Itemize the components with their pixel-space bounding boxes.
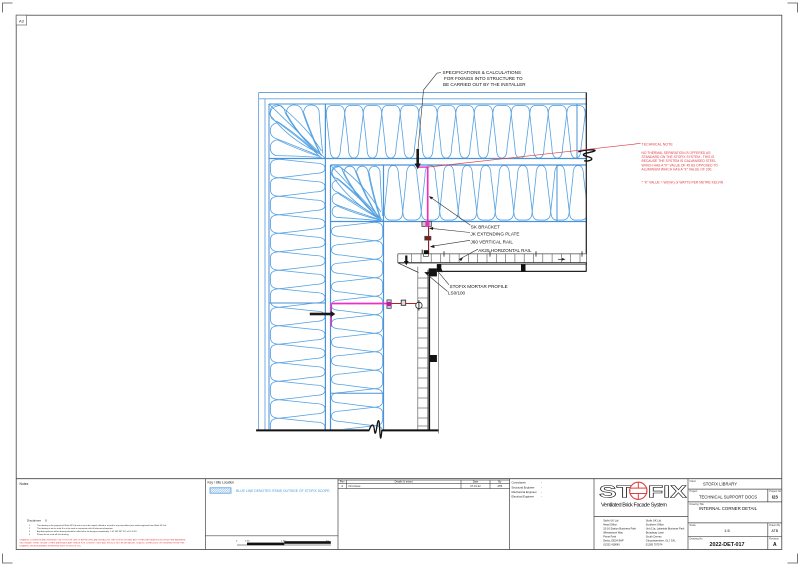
svg-text:Southern Office: Southern Office bbox=[646, 522, 665, 526]
svg-text:Drawing Title: Drawing Title bbox=[690, 503, 705, 506]
svg-text:3: 3 bbox=[29, 531, 31, 533]
svg-text:This drawing is not to scale &: This drawing is not to scale & is to be … bbox=[37, 527, 113, 530]
svg-text:SPECIFICATIONS & CALCULATIONS: SPECIFICATIONS & CALCULATIONS bbox=[443, 70, 521, 75]
svg-text:JK EXTENDING PLATE: JK EXTENDING PLATE bbox=[471, 232, 520, 237]
svg-text:NO THERMAL SEPARATION IS OFFER: NO THERMAL SEPARATION IS OFFERED AS bbox=[642, 151, 712, 155]
svg-text:01332 418045: 01332 418045 bbox=[603, 542, 620, 546]
svg-text:Prime Park: Prime Park bbox=[603, 534, 617, 538]
svg-text:-: - bbox=[541, 482, 542, 485]
svg-text:Disclaimer 0: Disclaimer 0 bbox=[27, 519, 47, 523]
svg-text:ST: ST bbox=[599, 482, 633, 502]
svg-text:Scale: Scale bbox=[690, 524, 697, 527]
svg-text:By: By bbox=[498, 480, 502, 484]
svg-text:ATB: ATB bbox=[497, 484, 502, 488]
svg-text:AK25 HORIZONTAL RAIL: AK25 HORIZONTAL RAIL bbox=[478, 248, 532, 253]
svg-text:Rev: Rev bbox=[340, 480, 345, 484]
svg-text:2.5m: 2.5m bbox=[281, 540, 286, 542]
svg-text:1: 1 bbox=[29, 525, 31, 527]
svg-text:TECHNICAL NOTE: TECHNICAL NOTE bbox=[642, 142, 674, 146]
svg-text:2: 2 bbox=[29, 528, 31, 530]
svg-text:FIX: FIX bbox=[648, 482, 687, 502]
svg-text:This drawing is the property o: This drawing is the property of Stofix U… bbox=[37, 524, 167, 527]
svg-text:A: A bbox=[773, 542, 777, 548]
svg-text:LS0/100: LS0/100 bbox=[448, 291, 466, 296]
svg-text:A3: A3 bbox=[19, 18, 25, 23]
svg-text:Date: Date bbox=[473, 480, 479, 484]
svg-text:BE CARRIED OUT BY THE INSTALLE: BE CARRIED OUT BY THE INSTALLER bbox=[443, 82, 526, 87]
svg-text:I23: I23 bbox=[772, 495, 779, 500]
svg-text:ALUMINIUM WHICH HAS A "K" VALU: ALUMINIUM WHICH HAS A "K" VALUE OF 200. bbox=[642, 167, 713, 171]
svg-text:-: - bbox=[541, 496, 542, 499]
svg-text:Revision: Revision bbox=[769, 537, 779, 540]
svg-text:SK BRACKET: SK BRACKET bbox=[471, 224, 500, 229]
svg-text:Details & extent: Details & extent bbox=[395, 480, 413, 484]
svg-text:FOR FIXINGS INTO STRUCTURE TO: FOR FIXINGS INTO STRUCTURE TO bbox=[444, 76, 523, 81]
svg-text:-: - bbox=[541, 486, 542, 489]
svg-text:Mechanical Engineer: Mechanical Engineer bbox=[512, 490, 537, 494]
svg-text:Please do not scale off this d: Please do not scale off this drawing. bbox=[37, 533, 69, 536]
svg-text:South Cerney: South Cerney bbox=[646, 534, 663, 538]
svg-text:STOFIX MORTAR PROFILE: STOFIX MORTAR PROFILE bbox=[450, 284, 508, 289]
svg-text:Structural Engineer: Structural Engineer bbox=[512, 485, 535, 489]
svg-text:INTERNAL CORNER DETAIL: INTERNAL CORNER DETAIL bbox=[699, 506, 758, 511]
svg-text:Drawing No: Drawing No bbox=[690, 537, 704, 540]
svg-text:Ventilated Brick Facade System: Ventilated Brick Facade System bbox=[601, 502, 667, 508]
svg-text:0: 0 bbox=[236, 540, 238, 542]
svg-text:* "K" VALUE = W/(mK) or WATTS: * "K" VALUE = W/(mK) or WATTS PER METRE … bbox=[642, 181, 724, 185]
svg-text:01285 707074: 01285 707074 bbox=[646, 542, 663, 546]
svg-text:Any discrepancies within drawi: Any discrepancies within drawing should … bbox=[37, 530, 137, 533]
svg-text:SECONDARY STEEL OR ANY OTHER M: SECONDARY STEEL OR ANY OTHER MATERIALS A… bbox=[20, 542, 186, 545]
svg-text:J60 VERTICAL RAIL: J60 VERTICAL RAIL bbox=[471, 239, 514, 244]
svg-text:Stofix UK Ltd: Stofix UK Ltd bbox=[603, 518, 619, 522]
svg-text:Client: Client bbox=[690, 480, 697, 483]
svg-text:Consultants: Consultants bbox=[512, 481, 527, 485]
svg-text:Notes: Notes bbox=[20, 482, 29, 486]
svg-text:4: 4 bbox=[29, 534, 31, 536]
svg-text:15-16 Station Business Park: 15-16 Station Business Park bbox=[603, 526, 636, 530]
svg-text:Electrical Engineer: Electrical Engineer bbox=[512, 495, 535, 499]
svg-text:Gloucestershire, GL7 5XL: Gloucestershire, GL7 5XL bbox=[646, 538, 676, 542]
svg-text:A: A bbox=[341, 484, 343, 488]
svg-text:First Issue: First Issue bbox=[349, 484, 362, 488]
svg-text:STANDARD ON THE STOFIX SYSTEM: STANDARD ON THE STOFIX SYSTEM - THIS IS bbox=[642, 155, 716, 159]
svg-text:DRAWING CONTENTS ARE INTENDED: DRAWING CONTENTS ARE INTENDED ONLY FOR T… bbox=[20, 539, 187, 542]
svg-text:Derby, DE24 8HP: Derby, DE24 8HP bbox=[603, 538, 624, 542]
svg-text:Project: Project bbox=[690, 490, 698, 493]
svg-text:WHICH HAS A "K" VALUE OF 45 AS: WHICH HAS A "K" VALUE OF 45 AS OPPOSED T… bbox=[642, 163, 719, 167]
svg-text:BLUE LINE DENOTES ITEMS OUTSID: BLUE LINE DENOTES ITEMS OUTSIDE OF STOFI… bbox=[236, 489, 331, 493]
svg-text:1:5: 1:5 bbox=[724, 528, 730, 533]
svg-text:STOFIX LIBRARY: STOFIX LIBRARY bbox=[703, 481, 737, 486]
svg-text:TECHNICAL SUPPORT DOCS: TECHNICAL SUPPORT DOCS bbox=[699, 495, 757, 500]
svg-text:Wheatstone Way: Wheatstone Way bbox=[603, 530, 623, 534]
svg-text:Stofix UK Ltd: Stofix UK Ltd bbox=[646, 518, 662, 522]
svg-text:Head Office: Head Office bbox=[603, 522, 617, 526]
svg-text:Broadway Lane: Broadway Lane bbox=[646, 530, 665, 534]
svg-text:-: - bbox=[541, 491, 542, 494]
svg-text:Unit 11a, Lakeside Business Pa: Unit 11a, Lakeside Business Park bbox=[646, 526, 685, 530]
svg-text:Drawn By: Drawn By bbox=[769, 524, 781, 527]
svg-text:Project No: Project No bbox=[769, 490, 781, 493]
svg-text:Key / Site Location: Key / Site Location bbox=[208, 480, 235, 484]
svg-text:DRAWING UNLESS AGREED IN WRITI: DRAWING UNLESS AGREED IN WRITING WITH ST… bbox=[20, 545, 82, 548]
svg-text:0.5m: 0.5m bbox=[245, 540, 250, 542]
svg-text:ATB: ATB bbox=[771, 529, 778, 533]
svg-text:07-01-22: 07-01-22 bbox=[470, 484, 481, 488]
svg-text:2022-DET-017: 2022-DET-017 bbox=[709, 542, 744, 548]
svg-text:BECAUSE THE SYSTEM IS GALVANIS: BECAUSE THE SYSTEM IS GALVANISED STEEL bbox=[642, 159, 717, 163]
